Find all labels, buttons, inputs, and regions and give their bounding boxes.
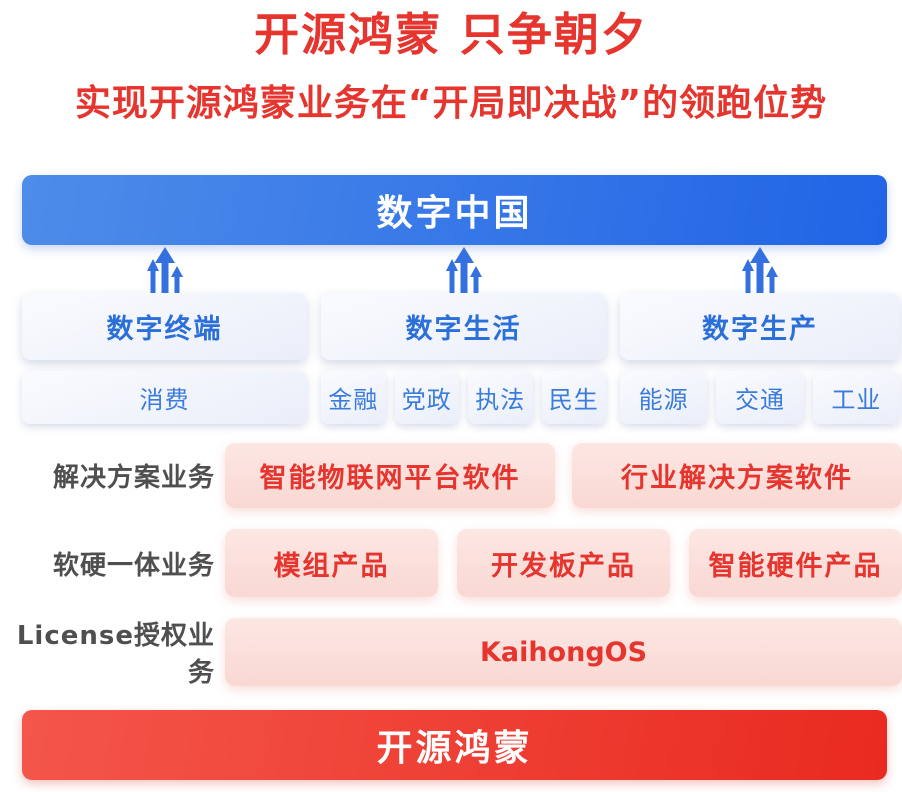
business-row-hardware: 软硬一体业务 模组产品 开发板产品 智能硬件产品 <box>0 529 902 598</box>
arrow-cell-1 <box>22 247 307 294</box>
bottom-banner-openharmony: 开源鸿蒙 <box>22 710 887 781</box>
sector-box: 能源 <box>620 371 708 425</box>
page-title: 开源鸿蒙 只争朝夕 <box>254 8 648 61</box>
sector-box: 消费 <box>22 371 307 425</box>
page-subtitle: 实现开源鸿蒙业务在“开局即决战”的领跑位势 <box>74 83 828 124</box>
sector-box: 交通 <box>716 371 804 425</box>
arrow-cell-2 <box>321 247 606 294</box>
business-box: 模组产品 <box>225 529 438 598</box>
top-banner-digital-china: 数字中国 <box>22 175 887 246</box>
header-digital-production: 数字生产 <box>620 293 900 361</box>
business-boxes: 智能物联网平台软件 行业解决方案软件 <box>225 443 902 509</box>
triple-up-arrows-icon <box>445 247 482 294</box>
arrows-row <box>22 247 900 294</box>
business-row-solutions: 解决方案业务 智能物联网平台软件 行业解决方案软件 <box>0 443 902 509</box>
top-banner-label: 数字中国 <box>376 193 533 235</box>
business-box: 行业解决方案软件 <box>572 443 902 509</box>
arrow-cell-3 <box>620 247 900 294</box>
business-box: KaihongOS <box>225 618 902 687</box>
sector-box: 民生 <box>541 371 606 425</box>
bottom-banner-label: 开源鸿蒙 <box>376 728 533 770</box>
business-row-license: License授权业务 KaihongOS <box>0 615 902 689</box>
business-row-label: 解决方案业务 <box>52 463 215 494</box>
header-digital-life: 数字生活 <box>321 293 606 361</box>
triple-up-arrows-icon <box>742 247 778 294</box>
header-digital-terminal: 数字终端 <box>22 293 307 361</box>
sector-group-terminal: 消费 <box>22 371 307 425</box>
business-boxes: 模组产品 开发板产品 智能硬件产品 <box>225 529 902 598</box>
column-headers-row: 数字终端 数字生活 数字生产 <box>22 293 900 361</box>
sector-box: 金融 <box>321 371 386 425</box>
sector-box: 工业 <box>812 371 900 425</box>
business-box: 开发板产品 <box>457 529 670 598</box>
sector-box: 党政 <box>394 371 459 425</box>
business-box: 智能硬件产品 <box>689 529 902 598</box>
business-boxes: KaihongOS <box>225 618 902 687</box>
business-row-label: License授权业务 <box>16 621 215 689</box>
sectors-row: 消费 金融 党政 执法 民生 能源 交通 工业 <box>22 371 900 425</box>
business-row-label: 软硬一体业务 <box>52 550 215 581</box>
business-box: 智能物联网平台软件 <box>225 443 555 509</box>
sector-box: 执法 <box>468 371 533 425</box>
sector-group-life: 金融 党政 执法 民生 <box>321 371 606 425</box>
triple-up-arrows-icon <box>146 247 183 294</box>
sector-group-production: 能源 交通 工业 <box>620 371 900 425</box>
